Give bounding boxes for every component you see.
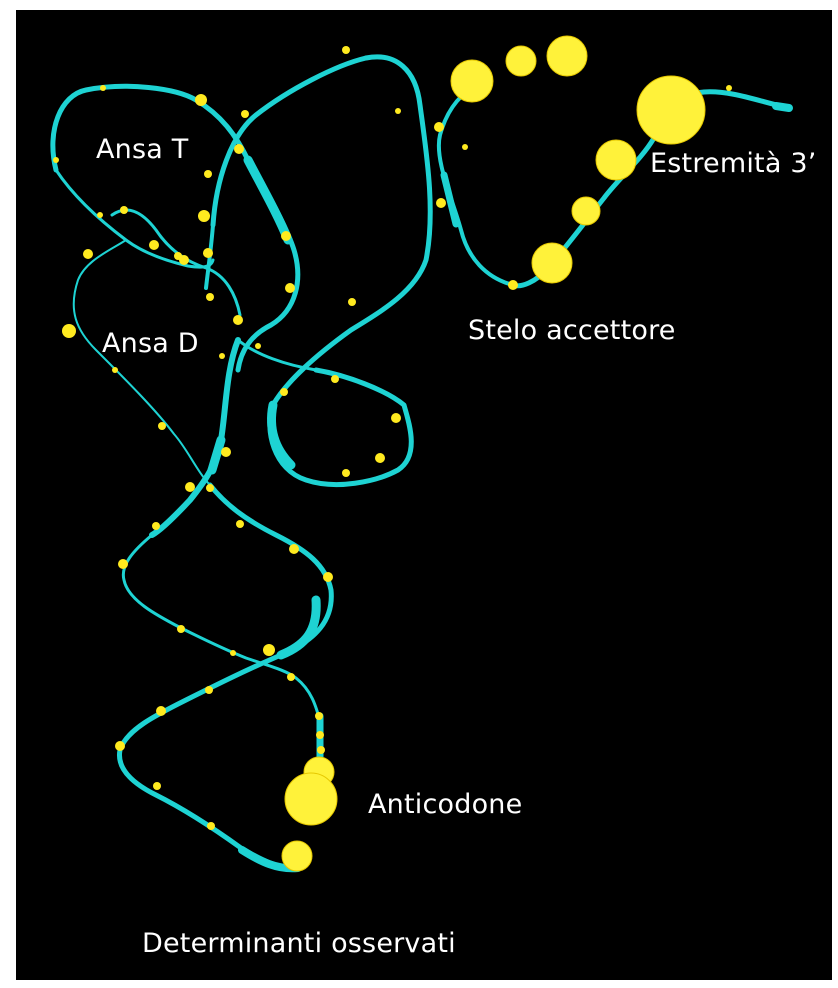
label-anticodon: Anticodone (368, 789, 522, 820)
nucleotide-node (177, 625, 185, 633)
nucleotide-node (100, 85, 106, 91)
backbone-segment (776, 106, 789, 108)
backbone-segment (270, 57, 430, 485)
nucleotide-node (221, 447, 231, 457)
determinant-nucleotide (506, 46, 536, 76)
nucleotide-node (255, 343, 261, 349)
determinant-nucleotide (547, 36, 587, 76)
nucleotide-node (348, 298, 356, 306)
nucleotide-node (436, 198, 446, 208)
nucleotide-node (198, 210, 210, 222)
nucleotide-node (395, 108, 401, 114)
nucleotide-node (289, 544, 299, 554)
nucleotide-node (434, 122, 444, 132)
nucleotide-node (241, 110, 249, 118)
nucleotide-node (230, 650, 236, 656)
nucleotide-node (315, 712, 323, 720)
backbone-segment (272, 405, 291, 465)
nucleotide-node (120, 206, 128, 214)
nucleotide-node (287, 673, 295, 681)
diagram-frame: Ansa T Ansa D Estremità 3’ Stelo accetto… (16, 10, 832, 980)
nucleotide-node (115, 741, 125, 751)
nucleotide-node (236, 520, 244, 528)
nucleotide-node (153, 782, 161, 790)
determinant-nucleotide (532, 243, 572, 283)
nucleotide-node (152, 522, 160, 530)
label-acceptor-stem: Stelo accettore (468, 315, 676, 346)
determinant-nucleotide (572, 197, 600, 225)
determinant-nucleotide (451, 60, 493, 102)
nucleotide-node (342, 469, 350, 477)
determinant-nucleotide (285, 773, 337, 825)
nucleotide-node (203, 248, 213, 258)
nucleotide-node (158, 422, 166, 430)
nucleotide-node (234, 144, 244, 154)
nucleotide-node (205, 686, 213, 694)
nucleotide-node (97, 212, 103, 218)
nucleotide-node (206, 293, 214, 301)
determinant-nucleotide (282, 841, 312, 871)
nucleotide-node (331, 375, 339, 383)
label-d-loop: Ansa D (102, 328, 199, 359)
nucleotide-node (206, 484, 214, 492)
nucleotide-node (280, 388, 288, 396)
nucleotide-node (323, 572, 333, 582)
backbone-segment (281, 600, 316, 655)
backbone-segment (444, 175, 456, 224)
nucleotide-node (285, 283, 295, 293)
nucleotide-node (508, 280, 518, 290)
determinant-nucleotide (596, 140, 636, 180)
nucleotide-node (281, 231, 291, 241)
nucleotide-node (185, 482, 195, 492)
nucleotide-node (391, 413, 401, 423)
nucleotide-node (149, 240, 159, 250)
nucleotide-node (204, 170, 212, 178)
backbone-segment (152, 340, 238, 535)
nucleotide-node (83, 249, 93, 259)
nucleotide-node (62, 324, 76, 338)
nucleotide-node (233, 315, 243, 325)
label-observed-determinants: Determinanti osservati (142, 928, 456, 959)
backbone-segment (248, 160, 288, 240)
nucleotide-node (263, 644, 275, 656)
nucleotide-node (53, 157, 59, 163)
nucleotide-node (207, 822, 215, 830)
nucleotide-node (317, 746, 325, 754)
backbone-segment (439, 82, 513, 285)
nucleotide-node (342, 46, 350, 54)
backbone-segment (212, 440, 221, 470)
nucleotide-node (179, 255, 189, 265)
nucleotide-node (195, 94, 207, 106)
label-3-prime-end: Estremità 3’ (650, 148, 817, 179)
determinant-nucleotide (637, 76, 705, 144)
nucleotide-node (462, 144, 468, 150)
nucleotide-node (219, 353, 225, 359)
nucleotide-node (156, 706, 166, 716)
nucleotide-node (375, 453, 385, 463)
nucleotide-node (112, 367, 118, 373)
nucleotide-node (118, 559, 128, 569)
nucleotide-node (316, 731, 324, 739)
backbone-segment (123, 535, 321, 725)
nucleotide-node (726, 85, 732, 91)
backbone-segment (56, 170, 213, 267)
backbone-segment (74, 240, 210, 485)
label-t-loop: Ansa T (96, 134, 188, 165)
